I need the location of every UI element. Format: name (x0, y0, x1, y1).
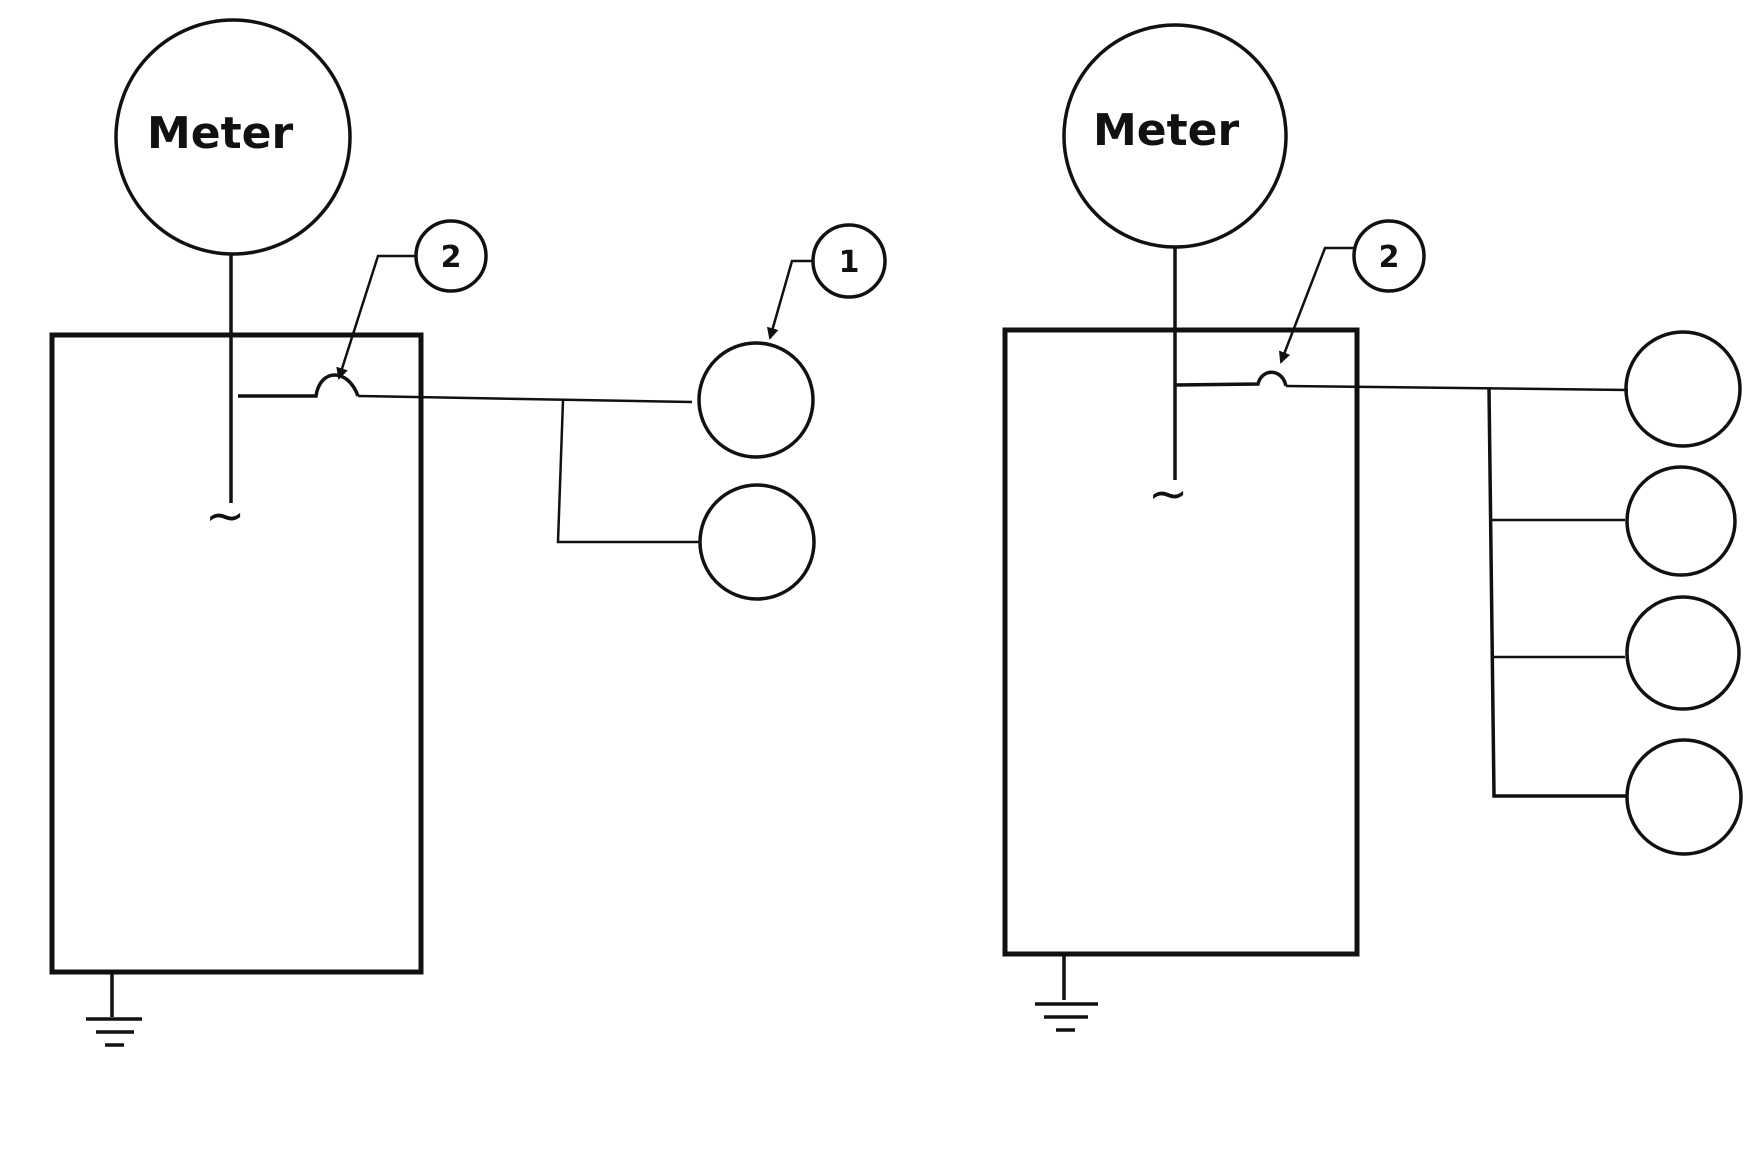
left-feeder-line (357, 394, 693, 404)
left-load-2 (698, 483, 816, 601)
right-callout-2-leader (1279, 246, 1354, 364)
left-breaker (238, 373, 360, 398)
right-bus-line (1487, 387, 1627, 798)
left-callout-1: 1 (766, 223, 887, 340)
left-load-1 (697, 341, 815, 459)
right-meter-label: Meter (1093, 105, 1240, 156)
left-meter: Meter (114, 18, 352, 256)
ac-source-icon: ~ (205, 488, 245, 544)
right-diagram: Meter ~ 2 (1002, 23, 1743, 1032)
left-diagram: Meter ~ 2 1 (49, 18, 887, 1047)
left-branch-line (556, 399, 700, 544)
ac-source-icon: ~ (1148, 466, 1188, 522)
right-load-3 (1625, 595, 1741, 711)
right-panel-box (1002, 327, 1360, 957)
left-callout-1-leader (766, 259, 813, 340)
left-callout-2-leader (336, 254, 416, 380)
right-load-2 (1625, 465, 1737, 577)
right-callout-2-label: 2 (1379, 240, 1400, 275)
right-load-4 (1625, 738, 1743, 856)
right-callout-2-circle (1352, 219, 1426, 293)
right-load-1 (1624, 330, 1742, 448)
left-callout-2-label: 2 (441, 240, 462, 275)
right-feeder-line (1285, 384, 1629, 392)
right-callout-2: 2 (1279, 219, 1426, 364)
breaker-arc-icon (238, 373, 360, 398)
left-meter-label: Meter (147, 108, 294, 159)
right-breaker (1174, 370, 1288, 387)
left-callout-1-label: 1 (839, 245, 860, 280)
left-panel-box (49, 332, 424, 975)
ground-symbol-icon (1035, 955, 1098, 1032)
breaker-arc-icon (1174, 370, 1288, 387)
right-meter: Meter (1062, 23, 1288, 249)
left-callout-2: 2 (336, 219, 488, 380)
left-meter-circle (114, 18, 352, 256)
ground-symbol-icon (86, 972, 142, 1047)
